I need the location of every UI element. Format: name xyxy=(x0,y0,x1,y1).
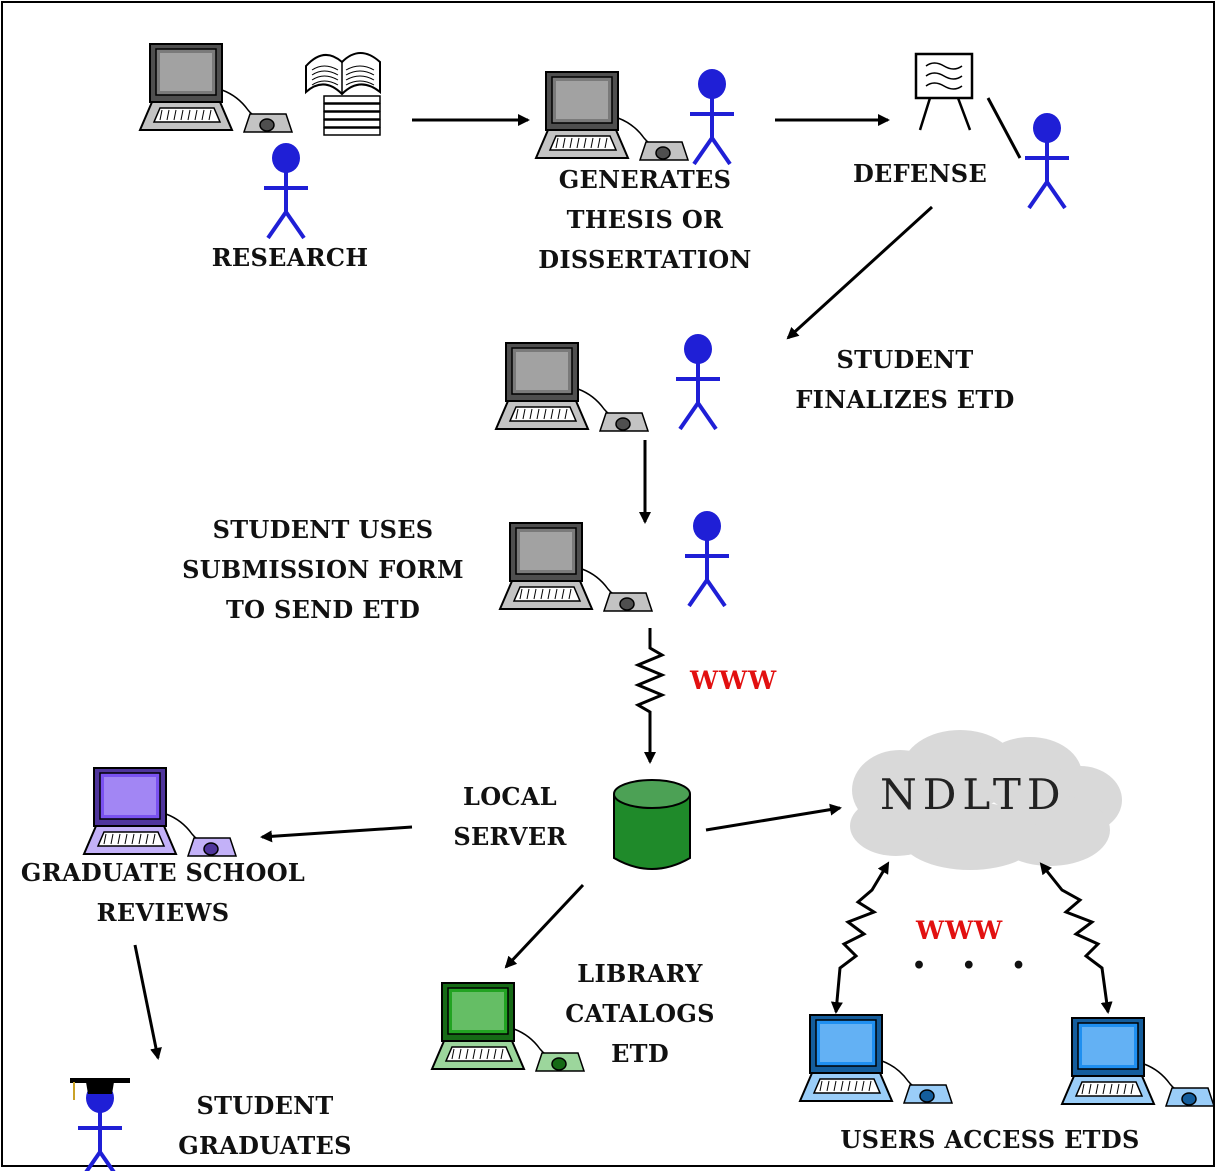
person-icon-submission xyxy=(685,511,729,608)
computer-icon-generates xyxy=(534,71,690,161)
label-library: LIBRARY CATALOGS ETD xyxy=(540,954,740,1074)
label-submission: STUDENT USES SUBMISSION FORM TO SEND ETD xyxy=(168,510,478,630)
defense-pointer-line xyxy=(986,97,1022,159)
arrow-defense-to-finalize xyxy=(786,205,934,340)
server-icon xyxy=(613,779,691,870)
library-line-2: CATALOGS xyxy=(565,999,715,1028)
www-label-bottom: WWW xyxy=(916,916,1004,945)
ellipsis-dots: • • • xyxy=(912,953,1040,979)
arrow-www-to-server xyxy=(634,628,666,764)
grad-school-line-1: GRADUATE SCHOOL xyxy=(20,858,306,887)
finalizes-line-2: FINALIZES ETD xyxy=(795,385,1015,414)
research-text: RESEARCH xyxy=(211,243,369,272)
local-server-line-1: LOCAL xyxy=(463,782,557,811)
arrow-grad-school-to-graduate xyxy=(133,944,162,1060)
label-defense: DEFENSE xyxy=(830,154,1010,194)
submission-line-2: SUBMISSION FORM xyxy=(182,555,464,584)
finalizes-line-1: STUDENT xyxy=(836,345,974,374)
label-generates: GENERATES THESIS OR DISSERTATION xyxy=(510,160,780,280)
grad-school-line-2: REVIEWS xyxy=(96,898,230,927)
generates-line-3: DISSERTATION xyxy=(538,245,752,274)
arrow-server-to-library xyxy=(504,883,585,969)
person-icon-defense xyxy=(1025,113,1069,210)
library-line-3: ETD xyxy=(611,1039,669,1068)
computer-icon-finalizes xyxy=(494,342,650,432)
defense-text: DEFENSE xyxy=(852,159,988,188)
graduate-icon xyxy=(70,1078,130,1171)
arrows-group xyxy=(133,97,1113,1060)
label-local-server: LOCAL SERVER xyxy=(430,777,590,857)
computer-icon-submission xyxy=(498,522,654,612)
generates-line-2: THESIS OR xyxy=(566,205,724,234)
person-icon-generates xyxy=(690,69,734,166)
person-icon-research xyxy=(264,143,308,240)
library-line-1: LIBRARY xyxy=(577,959,703,988)
label-graduate-school: GRADUATE SCHOOL REVIEWS xyxy=(4,853,322,933)
www-label-top: WWW xyxy=(690,666,778,695)
label-users-access: USERS ACCESS ETDS xyxy=(820,1120,1160,1160)
computer-icon-user-right xyxy=(1060,1017,1216,1107)
ndltd-text: NDLTD xyxy=(880,770,1067,819)
computer-icon-library xyxy=(430,982,586,1072)
arrow-server-to-ndltd xyxy=(705,803,842,832)
arrow-server-to-graduate-school xyxy=(260,825,413,843)
label-research: RESEARCH xyxy=(180,238,400,278)
computer-icon-graduate-school xyxy=(82,767,238,857)
arrow-ndltd-users-right xyxy=(1039,862,1113,1014)
easel-icon xyxy=(914,52,974,131)
book-icon xyxy=(305,52,381,136)
computer-icon-research xyxy=(138,43,294,133)
users-access-text: USERS ACCESS ETDS xyxy=(840,1125,1140,1154)
label-finalizes: STUDENT FINALIZES ETD xyxy=(770,340,1040,420)
graduates-line-1: STUDENT xyxy=(196,1091,334,1120)
label-student-graduates: STUDENT GRADUATES xyxy=(170,1086,360,1166)
arrow-ndltd-users-left xyxy=(830,861,890,1014)
person-icon-finalizes xyxy=(676,334,720,431)
generates-line-1: GENERATES xyxy=(558,165,732,194)
cloud-icon xyxy=(850,730,1122,870)
submission-line-1: STUDENT USES xyxy=(212,515,434,544)
computer-icon-user-left xyxy=(798,1014,954,1104)
submission-line-3: TO SEND ETD xyxy=(225,595,421,624)
local-server-line-2: SERVER xyxy=(453,822,567,851)
graduates-line-2: GRADUATES xyxy=(178,1131,352,1160)
